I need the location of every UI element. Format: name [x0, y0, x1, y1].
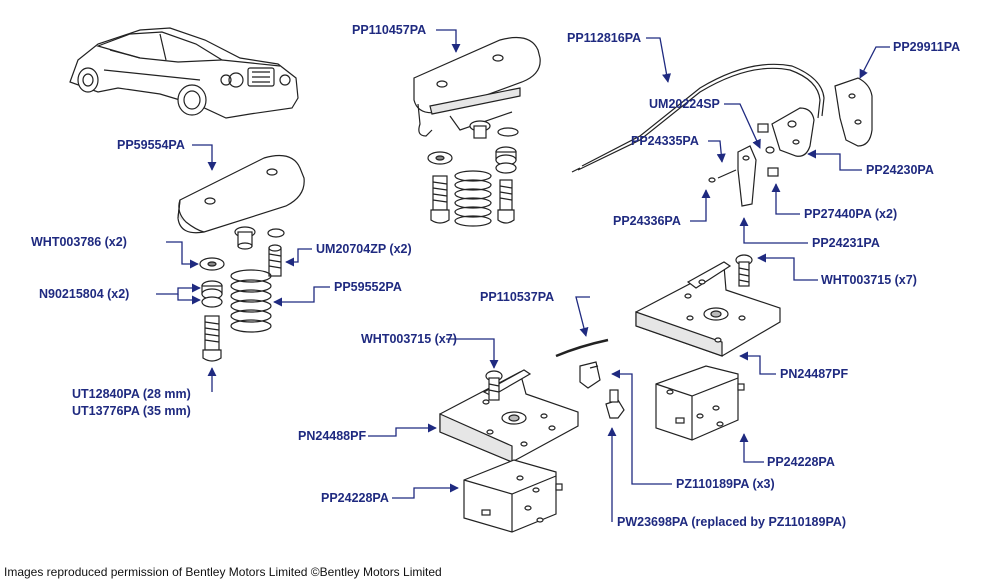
left-bracket-assembly [439, 369, 579, 463]
label-um20704zp: UM20704ZP (x2) [316, 242, 412, 256]
left-screw [485, 370, 503, 401]
label-pp59554pa: PP59554PA [117, 138, 185, 152]
right-screw [735, 254, 753, 287]
label-pp24230pa: PP24230PA [866, 163, 934, 177]
label-pz110189pa: PZ110189PA (x3) [676, 477, 775, 491]
left-mount-assembly [177, 155, 305, 362]
label-pp110457pa: PP110457PA [352, 23, 427, 37]
label-pp110537pa: PP110537PA [480, 290, 555, 304]
left-bolt-lower [202, 315, 222, 362]
label-um20224sp: UM20224SP [649, 97, 720, 111]
center-bolt-right [497, 179, 515, 224]
right-lower-block [655, 365, 745, 441]
copyright-footer: Images reproduced permission of Bentley … [4, 565, 442, 579]
label-wht003715-left: WHT003715 (x7) [361, 332, 457, 346]
label-pw23698pa: PW23698PA (replaced by PZ110189PA) [617, 515, 847, 529]
right-bracket-assembly [635, 254, 781, 357]
center-spring [454, 170, 492, 227]
middle-small-parts [555, 338, 625, 419]
label-wht003786: WHT003786 (x2) [31, 235, 127, 249]
label-pp29911pa: PP29911PA [893, 40, 961, 54]
label-pp24228pa-left: PP24228PA [321, 491, 389, 505]
car-illustration [69, 27, 299, 119]
center-mount-assembly [413, 37, 541, 227]
left-spring [230, 269, 272, 333]
callout-leaders [156, 29, 890, 522]
label-wht003715-right: WHT003715 (x7) [821, 273, 917, 287]
label-n90215804: N90215804 (x2) [39, 287, 130, 301]
label-ut13776pa: UT13776PA (35 mm) [72, 404, 191, 418]
label-pp59552pa: PP59552PA [334, 280, 402, 294]
label-pp24228pa-right: PP24228PA [767, 455, 835, 469]
left-bolt-upper [268, 244, 282, 277]
label-ut12840pa: UT12840PA (28 mm) [72, 387, 191, 401]
label-pp24336pa: PP24336PA [613, 214, 681, 228]
label-pp112816pa: PP112816PA [567, 31, 642, 45]
label-pp27440pa: PP27440PA (x2) [804, 207, 898, 221]
label-pn24488pf: PN24488PF [298, 429, 367, 443]
label-pn24487pf: PN24487PF [780, 367, 849, 381]
label-pp24335pa: PP24335PA [631, 134, 699, 148]
left-lower-block [463, 459, 563, 533]
cable-latch-assembly [571, 63, 873, 207]
label-pp24231pa: PP24231PA [812, 236, 880, 250]
center-bolt-left [430, 175, 450, 224]
